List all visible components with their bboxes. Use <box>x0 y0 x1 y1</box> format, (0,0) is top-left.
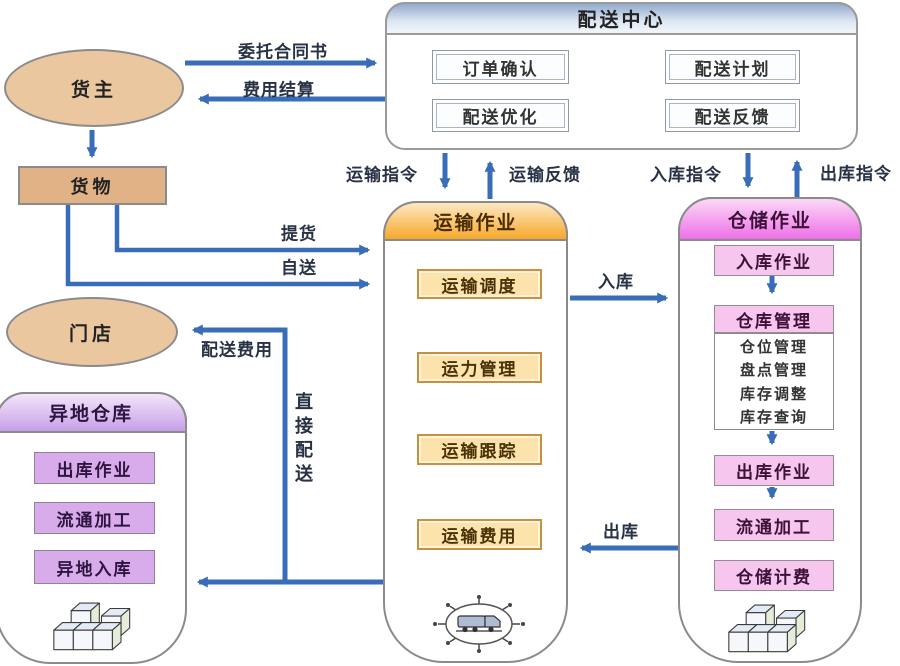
warehouse-operations-title: 仓储作业 <box>678 197 862 241</box>
transport-operations-title: 运输作业 <box>383 201 568 241</box>
goods-box: 货物 <box>18 166 167 205</box>
distribution-center-container: 配送中心 订单确认 配送计划 配送优化 配送反馈 <box>385 2 858 150</box>
warehouse-billing-box: 仓储计费 <box>714 560 834 591</box>
warehouse-inbound-box: 入库作业 <box>714 245 834 276</box>
management-item: 仓位管理 <box>739 339 808 357</box>
cargo-owner-ellipse: 货主 <box>4 49 184 127</box>
remote-warehouse-title: 异地仓库 <box>0 392 187 433</box>
transport-feedback-label: 运输反馈 <box>509 165 581 185</box>
transport-cost-box: 运输费用 <box>417 519 542 550</box>
transport-order-label: 运输指令 <box>346 165 418 185</box>
cargo-boxes-icon <box>727 604 813 661</box>
warehouse-management-list: 仓位管理 盘点管理 库存调整 库存查询 <box>714 333 834 430</box>
distribution-center-title: 配送中心 <box>385 2 858 35</box>
capacity-management-box: 运力管理 <box>417 352 542 383</box>
outbound-order-label: 出库指令 <box>820 164 892 184</box>
remote-warehouse-container: 异地仓库 出库作业 流通加工 异地入库 <box>0 392 187 664</box>
outbound-label: 出库 <box>603 522 639 542</box>
distribution-optimize-box: 配送优化 <box>432 99 569 132</box>
warehouse-outbound-box: 出库作业 <box>714 455 834 486</box>
transport-dispatch-box: 运输调度 <box>417 269 542 299</box>
inbound-order-label: 入库指令 <box>650 165 722 185</box>
remote-processing-box: 流通加工 <box>34 502 155 534</box>
self-delivery-label: 自送 <box>281 258 317 278</box>
truck-icon <box>433 593 525 660</box>
warehouse-operations-container: 仓储作业 入库作业 仓库管理 仓位管理 盘点管理 库存调整 库存查询 出库作业 … <box>678 197 862 663</box>
fee-settlement-label: 费用结算 <box>243 80 315 100</box>
entrust-contract-label: 委托合同书 <box>238 42 328 62</box>
pickup-label: 提货 <box>281 224 317 244</box>
cargo-boxes-icon <box>52 602 138 659</box>
management-item: 盘点管理 <box>739 362 808 380</box>
arrow-distribution-fee-to-store <box>191 324 288 582</box>
arrow-self-delivery <box>65 205 371 290</box>
management-item: 库存查询 <box>739 408 808 426</box>
store-ellipse: 门店 <box>6 297 178 367</box>
remote-outbound-box: 出库作业 <box>34 452 155 484</box>
inbound-label: 入库 <box>598 272 634 292</box>
arrow-pickup <box>114 205 371 256</box>
distribution-feedback-box: 配送反馈 <box>665 99 800 132</box>
distribution-plan-box: 配送计划 <box>665 50 800 84</box>
order-confirm-box: 订单确认 <box>432 50 569 84</box>
transport-operations-container: 运输作业 运输调度 运力管理 运输跟踪 运输费用 <box>383 201 568 663</box>
warehouse-management-box: 仓库管理 <box>714 305 834 333</box>
transport-tracking-box: 运输跟踪 <box>417 434 542 465</box>
remote-inbound-box: 异地入库 <box>34 550 155 584</box>
warehouse-processing-box: 流通加工 <box>714 509 834 541</box>
distribution-fee-label: 配送费用 <box>201 340 273 360</box>
direct-distribution-label: 直接配送 <box>293 392 313 488</box>
management-item: 库存调整 <box>739 385 808 403</box>
